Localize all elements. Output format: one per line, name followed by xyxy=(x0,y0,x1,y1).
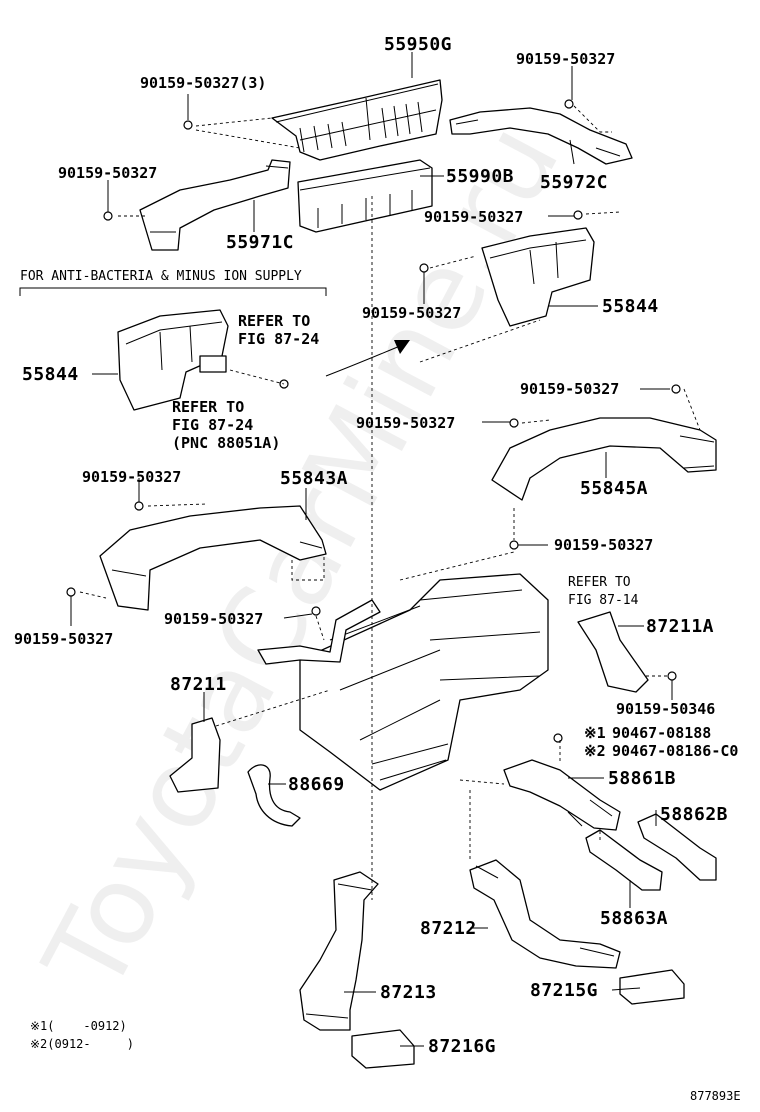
label-55950g: 55950G xyxy=(384,34,452,55)
arrow-icon xyxy=(325,340,410,377)
label-58861b: 58861B xyxy=(608,768,676,789)
footnote-1: ※1( -0912) xyxy=(30,1019,127,1033)
label-90159-50346: 90159-50346 xyxy=(616,700,715,718)
duct-55844-right[interactable] xyxy=(481,227,595,327)
pad-87215g[interactable] xyxy=(619,969,685,1005)
duct-55845a[interactable] xyxy=(491,417,717,501)
note-refer-87-24-a-1: REFER TO xyxy=(238,312,310,330)
label-90159-50327-r2: 90159-50327 xyxy=(362,304,461,322)
mark-2: ※2 xyxy=(584,742,606,760)
note-refer-87-24-b-2: FIG 87-24 xyxy=(172,416,253,434)
note-anti-bacteria: FOR ANTI-BACTERIA & MINUS ION SUPPLY xyxy=(20,269,302,284)
label-90159-50327-3: 90159-50327(3) xyxy=(140,74,266,92)
label-90467-08186: 90467-08186-C0 xyxy=(612,742,738,760)
label-55843a: 55843A xyxy=(280,468,348,489)
note-refer-87-24-b-1: REFER TO xyxy=(172,398,244,416)
label-90159-50327-left: 90159-50327 xyxy=(58,164,157,182)
label-90159-50327-top: 90159-50327 xyxy=(516,50,615,68)
label-55844-right: 55844 xyxy=(602,296,659,317)
label-87215g: 87215G xyxy=(530,980,598,1001)
label-55971c: 55971C xyxy=(226,232,294,253)
duct-58861b[interactable] xyxy=(503,759,621,831)
label-90159-50327-l2: 90159-50327 xyxy=(14,630,113,648)
label-90159-50327-mid: 90159-50327 xyxy=(164,610,263,628)
label-90159-50327-l1: 90159-50327 xyxy=(82,468,181,486)
label-55844-left: 55844 xyxy=(22,364,79,385)
note-refer-87-24-a-2: FIG 87-24 xyxy=(238,330,319,348)
label-87211: 87211 xyxy=(170,674,227,695)
label-55845a: 55845A xyxy=(580,478,648,499)
label-90159-50327-c: 90159-50327 xyxy=(554,536,653,554)
hose-88669[interactable] xyxy=(247,764,301,827)
label-87213: 87213 xyxy=(380,982,437,1003)
label-90159-50327-r3: 90159-50327 xyxy=(520,380,619,398)
duct-55844-left[interactable] xyxy=(117,309,229,411)
register-55950g[interactable] xyxy=(271,79,443,161)
label-90467-08188: 90467-08188 xyxy=(612,724,711,742)
duct-87211[interactable] xyxy=(169,717,221,793)
duct-87213[interactable] xyxy=(299,871,379,1031)
note-refer-87-14-1: REFER TO xyxy=(568,575,631,590)
label-87211a: 87211A xyxy=(646,616,714,637)
label-90159-50327-r4: 90159-50327 xyxy=(356,414,455,432)
label-87212: 87212 xyxy=(420,918,477,939)
footnote-2: ※2(0912- ) xyxy=(30,1037,134,1051)
label-58863a: 58863A xyxy=(600,908,668,929)
figure-id: 877893E xyxy=(690,1089,741,1103)
note-refer-87-14-2: FIG 87-14 xyxy=(568,593,639,608)
dash-lines xyxy=(79,105,701,900)
duct-87211a[interactable] xyxy=(577,611,649,693)
label-55972c: 55972C xyxy=(540,172,608,193)
label-58862b: 58862B xyxy=(660,804,728,825)
mark-1: ※1 xyxy=(584,724,606,742)
duct-58863a[interactable] xyxy=(585,829,663,891)
hvac-unit[interactable] xyxy=(257,573,549,791)
note-refer-87-24-b-3: (PNC 88051A) xyxy=(172,434,280,452)
leader-lines xyxy=(19,52,673,1047)
duct-55971c[interactable] xyxy=(139,159,291,251)
label-55990b: 55990B xyxy=(446,166,514,187)
duct-55972c[interactable] xyxy=(449,107,633,165)
pad-87216g[interactable] xyxy=(351,1029,415,1069)
duct-87212[interactable] xyxy=(469,859,621,969)
duct-58862b[interactable] xyxy=(637,813,717,881)
label-88669: 88669 xyxy=(288,774,345,795)
duct-55990b[interactable] xyxy=(297,159,433,233)
label-87216g: 87216G xyxy=(428,1036,496,1057)
duct-55843a[interactable] xyxy=(99,505,327,611)
label-90159-50327-r1: 90159-50327 xyxy=(424,208,523,226)
